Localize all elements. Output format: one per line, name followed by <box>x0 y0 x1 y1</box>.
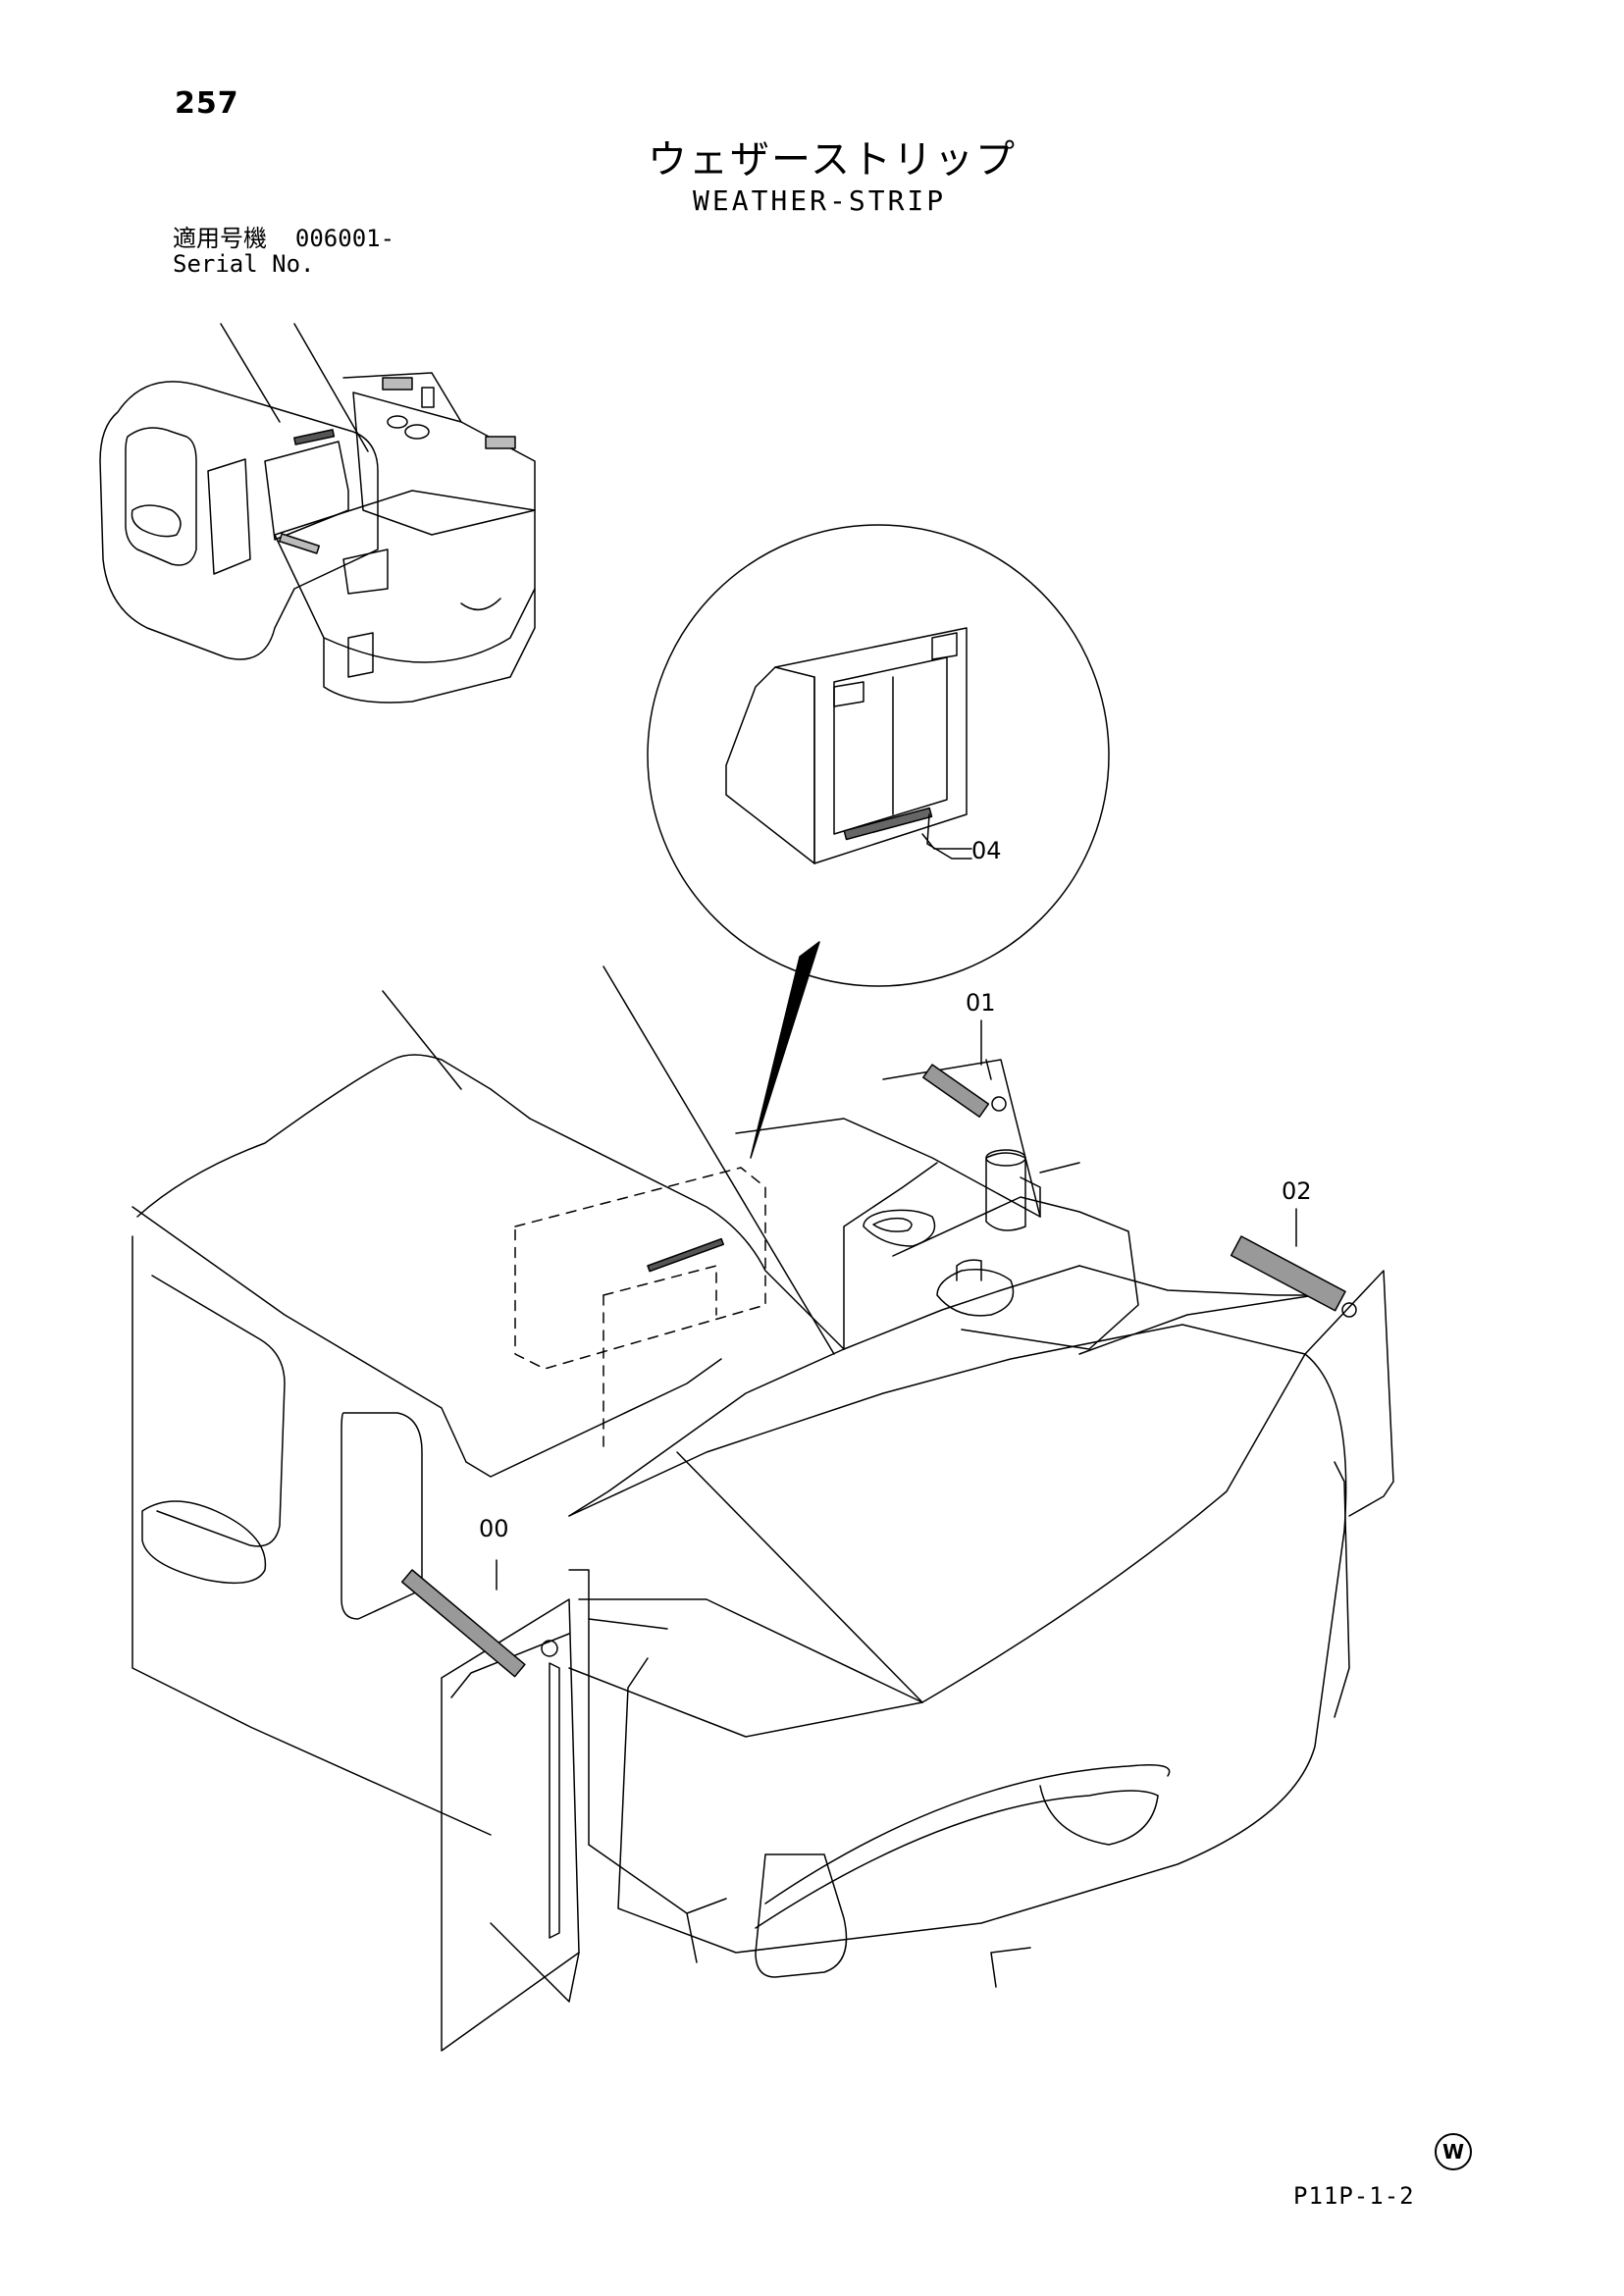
callout-label-00: 00 <box>479 1515 509 1542</box>
page-title-english: WEATHER-STRIP <box>693 184 947 217</box>
circled-w-logo-icon: W <box>1435 2133 1472 2170</box>
callout-leaders <box>497 834 1296 1590</box>
callout-label-04: 04 <box>971 837 1002 864</box>
page-number: 257 <box>175 86 239 121</box>
page-code: P11P-1-2 <box>1293 2182 1415 2210</box>
overview-thumbnail <box>100 324 535 703</box>
detail-circle <box>648 525 1109 1158</box>
callout-label-02: 02 <box>1282 1177 1312 1205</box>
serial-label-en: Serial No. <box>173 250 315 278</box>
main-machine-view <box>132 966 1393 2051</box>
leader-04 <box>922 834 971 849</box>
serial-label-jp: 適用号機 <box>173 225 267 252</box>
serial-value: 006001- <box>294 225 395 252</box>
page-title-japanese: ウェザーストリップ <box>648 137 1017 183</box>
serial-number-block: 適用号機 006001- Serial No. <box>173 226 394 277</box>
callout-label-01: 01 <box>966 989 996 1017</box>
serial-row-jp: 適用号機 006001- <box>173 226 394 251</box>
